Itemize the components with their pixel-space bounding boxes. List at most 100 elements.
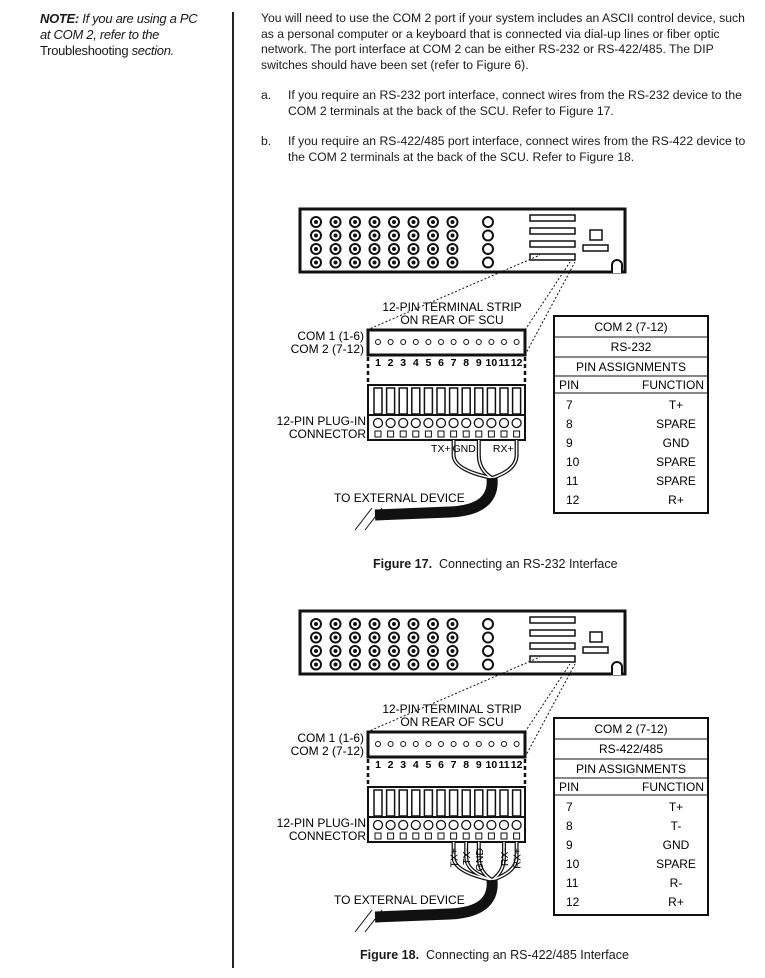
wire-entry bbox=[399, 832, 407, 840]
plug-slot bbox=[499, 387, 509, 415]
external-device-label: TO EXTERNAL DEVICE bbox=[334, 491, 465, 505]
pin-number: 5 bbox=[425, 357, 431, 369]
connector-pin bbox=[372, 260, 377, 265]
pin-number: 12 bbox=[511, 759, 523, 771]
table-cell-pin: 7 bbox=[566, 800, 573, 814]
plug-label: 12-PIN PLUG-IN bbox=[277, 414, 366, 428]
screw-icon bbox=[385, 417, 396, 429]
video-output-connector bbox=[482, 243, 494, 255]
terminal-hole bbox=[375, 339, 381, 345]
screw-icon bbox=[498, 819, 510, 831]
table-title: COM 2 (7-12) bbox=[594, 722, 667, 736]
connector-pin bbox=[450, 635, 455, 640]
screw-icon bbox=[372, 819, 384, 831]
plug-slot bbox=[373, 387, 383, 415]
connector-pin bbox=[411, 622, 416, 626]
screw-icon bbox=[398, 819, 409, 831]
table-header-function: FUNCTION bbox=[642, 378, 704, 392]
connector-pin bbox=[411, 662, 416, 667]
power-cord-icon bbox=[611, 661, 623, 675]
wire-highlight bbox=[478, 842, 493, 881]
connector-pin bbox=[372, 233, 377, 238]
leader-line bbox=[524, 261, 571, 331]
table-interface: RS-422/485 bbox=[599, 742, 663, 756]
pin-number: 2 bbox=[388, 357, 394, 369]
plug-slot bbox=[385, 789, 396, 817]
table-header-pin: PIN bbox=[559, 780, 579, 794]
video-output-connector bbox=[482, 631, 494, 644]
wire-entry bbox=[387, 430, 395, 438]
figure-caption-text: Connecting an RS-422/485 Interface bbox=[426, 948, 629, 962]
wire-entry bbox=[462, 832, 470, 840]
connector-pin bbox=[431, 220, 435, 224]
plug-slot bbox=[423, 789, 434, 817]
wire-label: GND bbox=[452, 443, 476, 455]
external-device-label: TO EXTERNAL DEVICE bbox=[334, 893, 465, 907]
connector-pin bbox=[450, 233, 455, 238]
cable-break bbox=[354, 909, 383, 933]
video-output-connector bbox=[482, 658, 494, 671]
plug-slot bbox=[448, 387, 459, 415]
table-cell-function: R- bbox=[670, 876, 683, 890]
connector-pin bbox=[353, 622, 357, 626]
terminal-hole bbox=[412, 741, 419, 747]
connector-pin bbox=[353, 260, 357, 265]
screw-icon bbox=[461, 819, 472, 831]
connector-pin bbox=[411, 233, 416, 238]
step-a: a.If you require an RS-232 port interfac… bbox=[261, 88, 751, 119]
note-text-end: section. bbox=[131, 43, 175, 58]
video-output-connector bbox=[482, 216, 494, 228]
note-label: NOTE: bbox=[40, 11, 79, 26]
table-cell-pin: 11 bbox=[566, 474, 579, 488]
table-cell-pin: 12 bbox=[566, 895, 580, 909]
com2-label: COM 2 (7-12) bbox=[291, 342, 364, 356]
table-cell-pin: 8 bbox=[566, 417, 573, 431]
connector-pin bbox=[431, 233, 435, 238]
terminal-hole bbox=[387, 741, 394, 747]
terminal-hole bbox=[412, 339, 419, 345]
com1-label: COM 1 (1-6) bbox=[297, 329, 364, 343]
connector-pin bbox=[372, 622, 377, 626]
plug-slot bbox=[423, 387, 434, 415]
connector-pin bbox=[372, 662, 377, 667]
connector-pin bbox=[450, 260, 455, 265]
wire-entry bbox=[374, 832, 382, 840]
video-output-connector bbox=[482, 645, 494, 657]
terminal-hole bbox=[513, 741, 520, 747]
connector-pin bbox=[411, 260, 416, 265]
terminal-hole bbox=[501, 741, 507, 747]
plug-slot bbox=[411, 387, 421, 415]
plug-slot bbox=[461, 387, 471, 415]
pin-number: 7 bbox=[451, 357, 457, 369]
table-header-pin: PIN bbox=[559, 378, 579, 392]
table-cell-function: SPARE bbox=[656, 455, 696, 469]
terminal-hole bbox=[488, 339, 495, 345]
connector-pin bbox=[353, 649, 357, 653]
wire-entry bbox=[450, 832, 458, 840]
wire-entry bbox=[399, 430, 407, 438]
connector-pin bbox=[314, 622, 318, 626]
connector-pin bbox=[450, 220, 455, 224]
screw-icon bbox=[435, 819, 447, 831]
connector-pin bbox=[411, 649, 416, 653]
wire-highlight bbox=[491, 842, 518, 881]
panel-terminal-block bbox=[529, 629, 576, 637]
connector-pin bbox=[392, 635, 396, 640]
side-note: NOTE: If you are using a PC at COM 2, re… bbox=[40, 11, 210, 59]
connector-pin bbox=[353, 635, 357, 640]
connector-pin bbox=[314, 635, 318, 640]
terminal-hole bbox=[488, 741, 495, 747]
pin-number: 3 bbox=[400, 357, 406, 369]
terminal-hole bbox=[463, 741, 470, 747]
pin-number: 8 bbox=[463, 759, 469, 771]
wire-highlight bbox=[478, 440, 493, 479]
terminal-hole bbox=[475, 339, 482, 345]
com1-label: COM 1 (1-6) bbox=[297, 731, 364, 745]
screw-icon bbox=[473, 417, 484, 429]
connector-pin bbox=[333, 649, 338, 653]
wire-highlight bbox=[452, 440, 493, 479]
plug-connector-body bbox=[367, 816, 526, 843]
pin-number: 12 bbox=[511, 357, 523, 369]
plug-slot bbox=[486, 789, 497, 817]
